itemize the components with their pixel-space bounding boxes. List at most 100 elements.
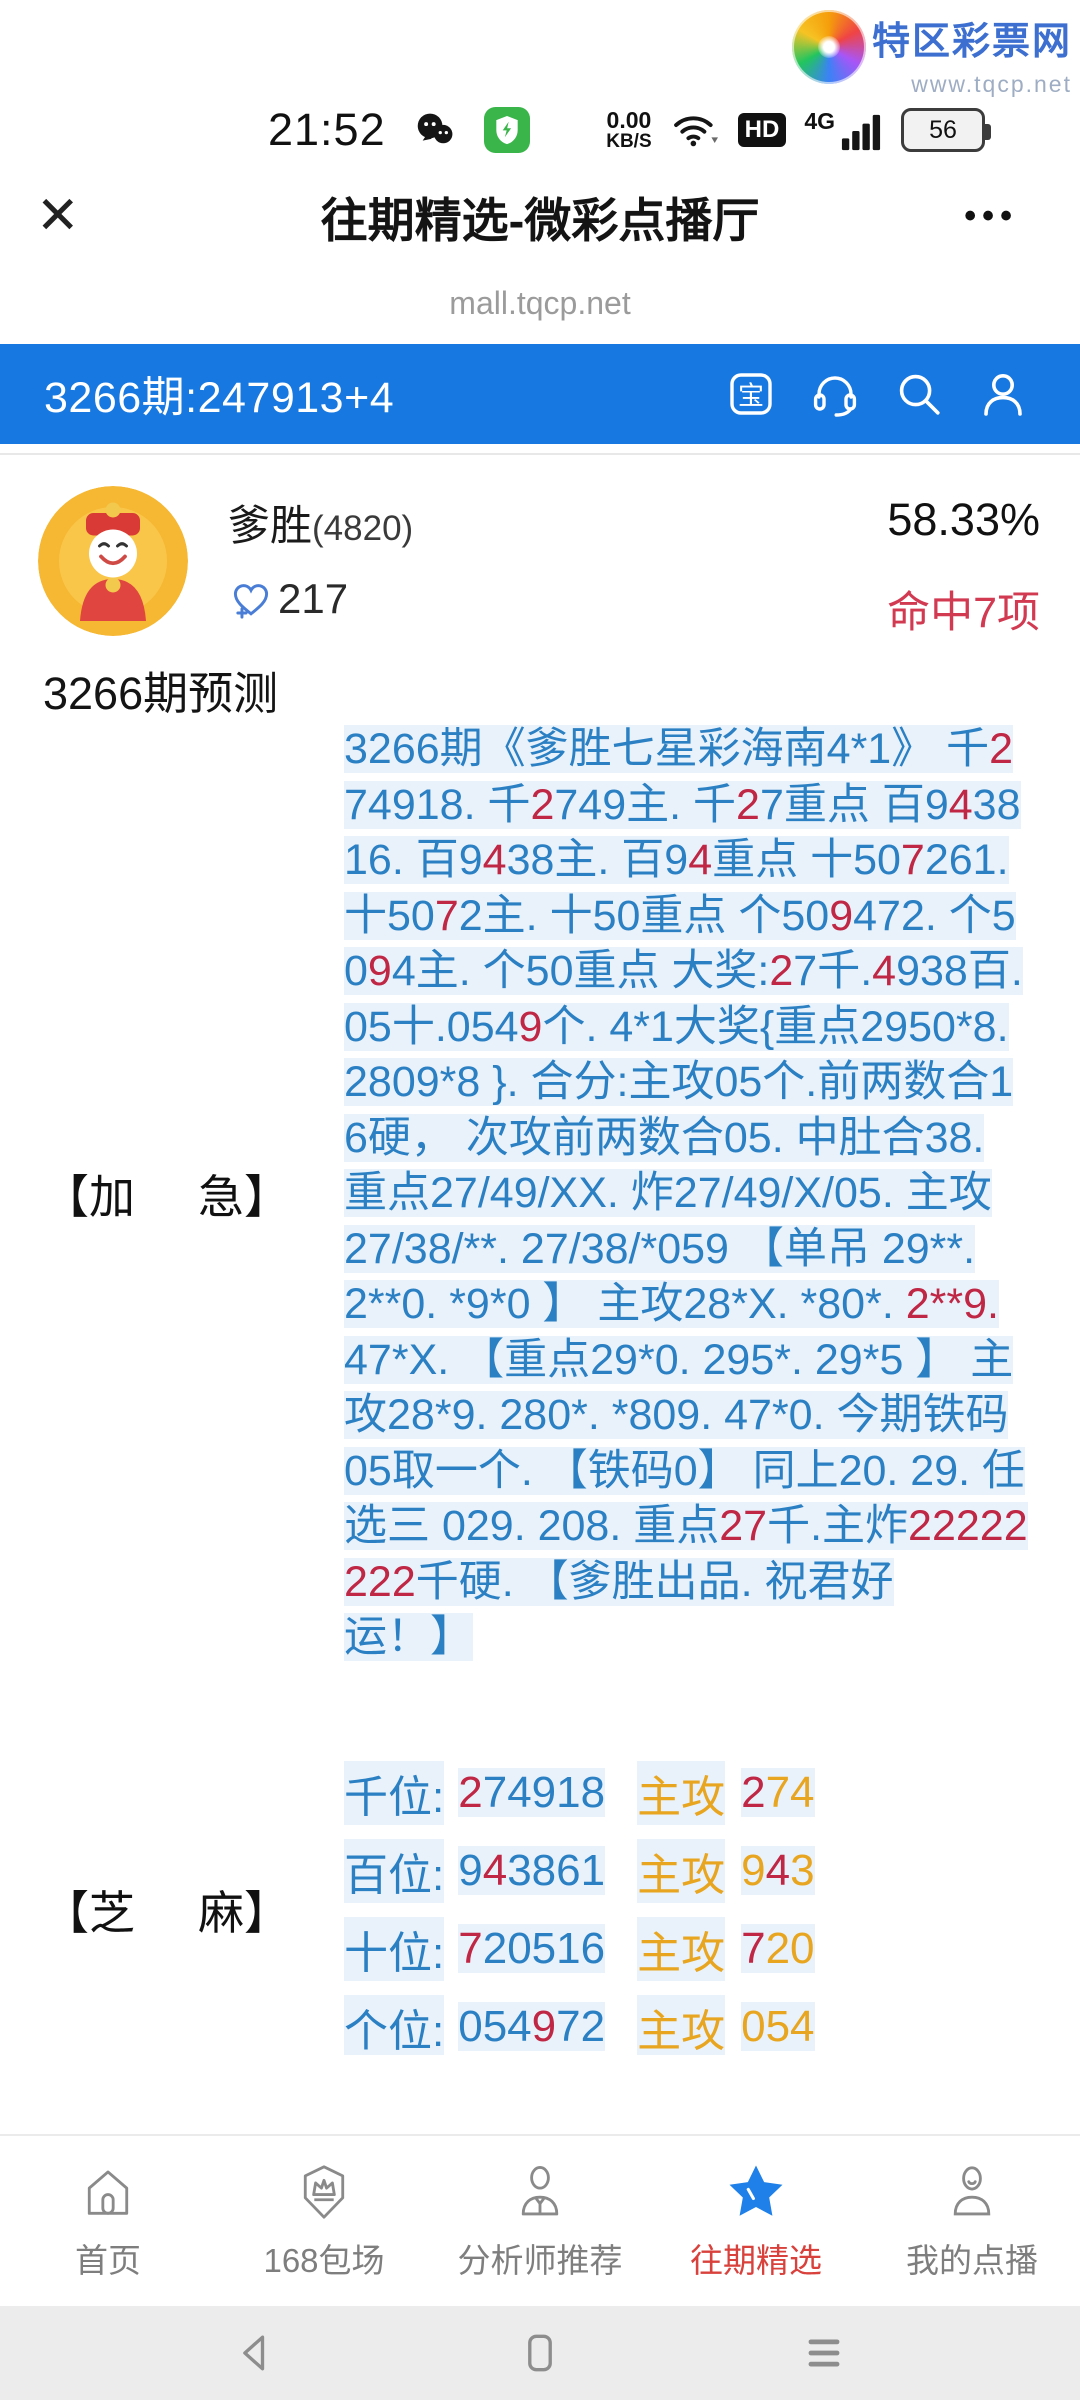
text-segment: 7	[900, 836, 925, 884]
attack-label: 主攻	[637, 1761, 726, 1825]
user-account-icon[interactable]	[974, 365, 1032, 423]
prediction-heading: 3266期预测	[0, 664, 1080, 722]
urgent-line: 3266期《爹胜七星彩海南4*1》 千2	[344, 722, 1050, 778]
text-segment: 9	[531, 2002, 557, 2051]
clock-time: 21:52	[268, 104, 386, 155]
urgent-line: 运！】	[344, 1610, 1050, 1666]
text-segment: 7	[741, 1924, 766, 1973]
urgent-label-close: 急】	[198, 1170, 290, 1223]
text-segment: 2	[741, 1768, 766, 1817]
attack-label: 主攻	[637, 1839, 726, 1903]
text-segment: 47*X. 【重点29*0. 295*. 29*5 】 主	[344, 1335, 1014, 1384]
text-segment: 27	[719, 1502, 768, 1550]
text-segment: 7	[458, 1924, 483, 1973]
android-back-button[interactable]	[228, 2325, 284, 2381]
text-segment: 9	[518, 1002, 543, 1051]
text-segment: 05十.054	[344, 1002, 519, 1051]
page-url: mall.tqcp.net	[449, 284, 631, 321]
text-segment: 2	[989, 725, 1014, 773]
page-title: 往期精选-微彩点播厅	[320, 193, 760, 247]
analyst-id: (4820)	[312, 509, 414, 548]
wifi-icon	[670, 107, 720, 153]
issue-result-text: 3266期:247913+4	[44, 374, 395, 422]
attack-numbers: 943	[741, 1846, 815, 1896]
text-segment: 74918. 千	[344, 780, 531, 829]
attack-label: 主攻	[637, 1917, 726, 1981]
urgent-line: 74918. 千2749主. 千27重点 百9438	[344, 778, 1050, 834]
urgent-label: 【加 急】	[43, 1161, 290, 1227]
text-segment: 7千.	[793, 947, 873, 995]
text-segment: 222	[344, 1557, 416, 1606]
attack-label: 主攻	[637, 1995, 726, 2059]
more-menu-icon[interactable]: •••	[964, 196, 1018, 235]
position-label: 个位:	[344, 1995, 445, 2059]
heart-icon	[233, 584, 269, 616]
text-segment: 05取一个. 【铁码0】 同上20. 29. 任	[344, 1446, 1026, 1495]
text-segment: 20516	[482, 1924, 606, 1973]
urgent-line: 重点27/49/XX. 炸27/49/X/05. 主攻	[344, 1166, 1050, 1222]
position-label: 千位:	[344, 1761, 445, 1825]
text-segment: 27/38/**. 27/38/*059 【单吊 29**.	[344, 1224, 976, 1273]
android-recents-button[interactable]	[796, 2325, 852, 2381]
sesame-label-close: 麻】	[198, 1887, 290, 1939]
text-segment: 4	[482, 836, 507, 884]
text-segment: 4主. 个50重点 大奖:	[391, 947, 770, 995]
text-segment: 9	[741, 1846, 766, 1895]
text-segment: 重点 十50	[712, 836, 901, 884]
position-numbers: 720516	[458, 1924, 606, 1974]
text-segment: 个. 4*1大奖{重点2950*8.	[542, 1002, 1009, 1051]
text-segment: 16. 百9	[344, 836, 483, 884]
hd-voice-badge: HD	[737, 113, 787, 147]
tab-item-往期精选[interactable]: 往期精选	[648, 2136, 864, 2306]
analyst-card: 爹胜 (4820) 217 58.33% 命中7项	[0, 466, 1080, 664]
text-segment: 千硬. 【爹胜出品. 祝君好	[415, 1557, 894, 1606]
urgent-line: 27/38/**. 27/38/*059 【单吊 29**.	[344, 1222, 1050, 1278]
crown-badge-icon	[292, 2160, 356, 2224]
like-button[interactable]: 217	[228, 575, 413, 623]
text-segment: 7重点 百9	[759, 780, 949, 829]
text-segment: 054	[741, 2002, 815, 2051]
security-shield-icon	[483, 107, 530, 153]
tab-label: 首页	[75, 2242, 141, 2279]
text-segment: 9	[367, 947, 392, 995]
treasure-icon[interactable]: 宝	[722, 365, 780, 423]
tab-item-我的点播[interactable]: 我的点播	[864, 2136, 1080, 2306]
text-segment: 9	[458, 1846, 483, 1895]
tab-item-分析师推荐[interactable]: 分析师推荐	[432, 2136, 648, 2306]
text-segment: 2	[458, 1768, 483, 1817]
cell-signal-icon: 4G	[804, 108, 883, 153]
status-bar: 特区彩票网 www.tqcp.net 21:52 0.00 KB/S HD	[0, 0, 1080, 170]
text-segment: 938百.	[896, 947, 1023, 995]
text-segment: 472. 个5	[853, 891, 1016, 940]
text-segment: 38主. 百9	[506, 836, 689, 884]
urgent-line: 2809*8 }. 合分:主攻05个.前两数合1	[344, 1055, 1050, 1111]
android-home-button[interactable]	[512, 2325, 568, 2381]
text-segment: 2	[769, 947, 794, 995]
urgent-line: 05取一个. 【铁码0】 同上20. 29. 任	[344, 1444, 1050, 1500]
content-spacer	[0, 2054, 1080, 2134]
close-icon[interactable]: ✕	[36, 187, 80, 245]
android-nav-bar	[0, 2306, 1080, 2400]
text-segment: 选三 029. 208. 重点	[344, 1502, 720, 1550]
urgent-line: 222千硬. 【爹胜出品. 祝君好	[344, 1555, 1050, 1611]
tab-item-168包场[interactable]: 168包场	[216, 2136, 432, 2306]
battery-indicator: 56	[901, 108, 991, 152]
text-segment: 4	[872, 947, 897, 995]
position-label: 百位:	[344, 1839, 445, 1903]
search-icon[interactable]	[890, 365, 948, 423]
customer-service-icon[interactable]	[806, 365, 864, 423]
text-segment: 7	[434, 891, 459, 940]
analyst-name: 爹胜	[228, 502, 313, 549]
text-segment: 攻28*9. 280*. *809. 47*0. 今期铁码	[344, 1391, 1009, 1439]
tab-item-首页[interactable]: 首页	[0, 2136, 216, 2306]
urgent-line: 47*X. 【重点29*0. 295*. 29*5 】 主	[344, 1333, 1050, 1389]
text-segment: 261.	[924, 836, 1009, 884]
avatar[interactable]	[38, 486, 188, 636]
urgent-line: 选三 029. 208. 重点27千.主炸22222	[344, 1499, 1050, 1555]
hit-rate: 58.33%	[887, 494, 1040, 545]
sesame-label: 【芝 麻】	[43, 1877, 290, 1943]
